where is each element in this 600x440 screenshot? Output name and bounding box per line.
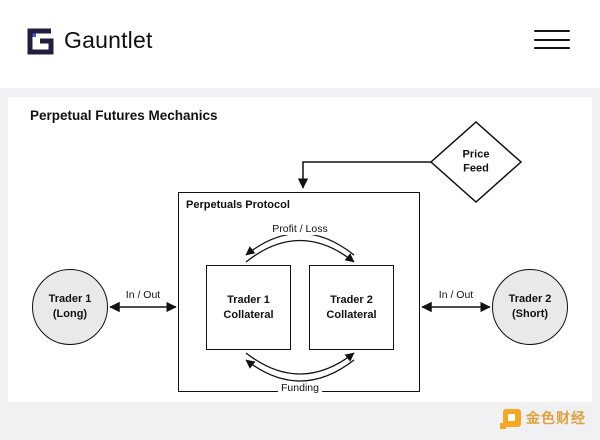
gauntlet-logo-icon: [24, 25, 54, 55]
diagram-canvas: Perpetual Futures Mechanics Perpetuals P…: [8, 97, 592, 402]
jinse-logo-icon: [500, 409, 521, 429]
gauntlet-brand[interactable]: Gauntlet: [24, 25, 153, 55]
jinse-watermark: 金色财经: [500, 408, 586, 429]
profit-loss-arrow-right: [245, 239, 355, 263]
trader1-collateral-box: Trader 1 Collateral: [206, 265, 291, 350]
trader1-long-circle: Trader 1 (Long): [32, 269, 108, 345]
trader2-short-circle: Trader 2 (Short): [492, 269, 568, 345]
in-out-right-label: In / Out: [435, 289, 477, 301]
perpetuals-protocol-label: Perpetuals Protocol: [186, 199, 290, 211]
trader2-collateral-box: Trader 2 Collateral: [309, 265, 394, 350]
profit-loss-label: Profit / Loss: [269, 223, 331, 235]
funding-arrow-left: [245, 359, 355, 382]
price-feed-label: Price Feed: [462, 148, 490, 175]
jinse-watermark-text: 金色财经: [526, 410, 586, 426]
in-out-left-label: In / Out: [122, 289, 164, 301]
menu-hamburger-icon[interactable]: [534, 30, 570, 49]
diagram-title: Perpetual Futures Mechanics: [30, 108, 218, 123]
price-feed-arrow: [297, 161, 431, 189]
brand-name: Gauntlet: [64, 26, 153, 53]
funding-label: Funding: [278, 382, 322, 394]
funding-arrow-right: [245, 352, 355, 375]
site-header: Gauntlet: [0, 0, 600, 88]
price-feed-diamond: [429, 120, 523, 204]
